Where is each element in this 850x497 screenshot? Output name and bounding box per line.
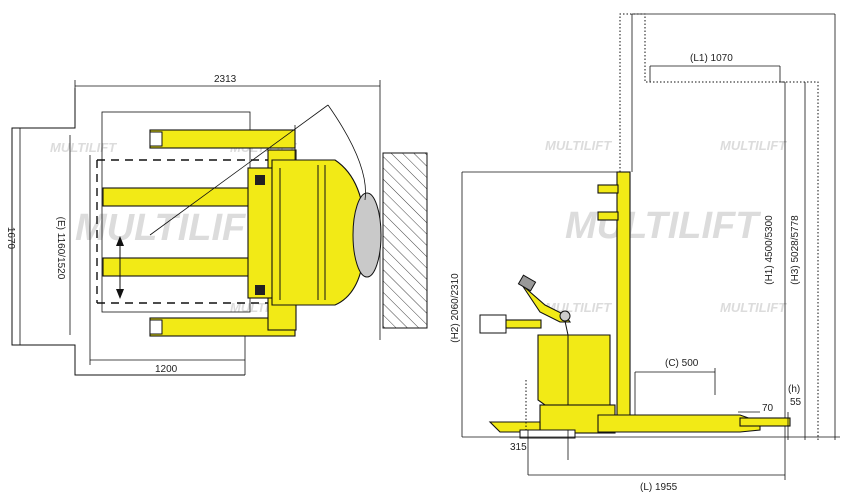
tiller-stem: [564, 320, 569, 336]
mast-extended-outline: [619, 13, 819, 440]
roller-icon: [255, 285, 265, 295]
dim-overall-length: 2313: [214, 74, 237, 85]
fork-lower: [102, 257, 264, 277]
dim-h-label: (h): [788, 384, 800, 395]
dim-fork-thickness: 70: [762, 403, 774, 414]
top-view: 2313 1670 (E) 1160/1520 1200: [5, 74, 428, 376]
wall-hatch: [382, 152, 428, 329]
watermark-logo-large: MULTILIFT: [75, 207, 271, 249]
leg-wheel-bottom: [149, 319, 163, 335]
dim-l1: (L1) 1070: [690, 53, 733, 64]
mast-side: [616, 171, 631, 423]
fork-side: [597, 414, 761, 433]
dim-l: (L) 1955: [640, 482, 678, 493]
fork-upper: [102, 187, 264, 207]
dim-h-value: 55: [790, 397, 802, 408]
arrow-head-icon: [116, 289, 124, 299]
mast-bracket: [597, 184, 619, 194]
dim-c: (C) 500: [665, 358, 699, 369]
tiller-grip: [517, 274, 537, 292]
watermark-logo: MULTILIFT: [545, 300, 612, 315]
watermark-logo: MULTILIFT: [50, 140, 117, 155]
dim-fork-length: 1200: [155, 364, 178, 375]
power-unit: [537, 334, 611, 406]
dim-h3: (H3) 5028/5778: [790, 215, 801, 285]
side-view: (L1) 1070 (H1) 4500/5300 (H3) 5028/5778 …: [450, 13, 840, 493]
turning-radius-line: [149, 104, 329, 236]
tiller-pivot: [559, 310, 571, 322]
leg-wheel-top: [149, 131, 163, 147]
turning-radius-arc: [327, 104, 366, 201]
l1-return: [779, 74, 785, 83]
watermark-logo: MULTILIFT: [720, 300, 787, 315]
dim-h1: (H1) 4500/5300: [764, 215, 775, 285]
dim-overall-width: 1670: [5, 227, 16, 250]
watermark-logo: MULTILIFT: [545, 138, 612, 153]
tiller-arm: [521, 284, 572, 323]
dim-h2: (H2) 2060/2310: [450, 273, 461, 343]
mast-bracket: [597, 211, 619, 221]
arrow-head-icon: [116, 236, 124, 246]
operator-bar: [505, 319, 542, 329]
dim-straddle-width: (E) 1160/1520: [55, 217, 66, 280]
watermark-logo-large: MULTILIFT: [565, 205, 761, 247]
platform-box: [479, 314, 507, 334]
watermarks: MULTILIFT MULTILIFT MULTILIFT MULTILIFT …: [50, 138, 787, 315]
fork-tip: [739, 417, 791, 427]
wheel-base: [519, 429, 576, 439]
dim-wheel: 315: [510, 442, 527, 453]
watermark-logo: MULTILIFT: [720, 138, 787, 153]
top-view-outline: [11, 88, 245, 376]
roller-icon: [255, 175, 265, 185]
tiller-handle: [352, 192, 382, 278]
